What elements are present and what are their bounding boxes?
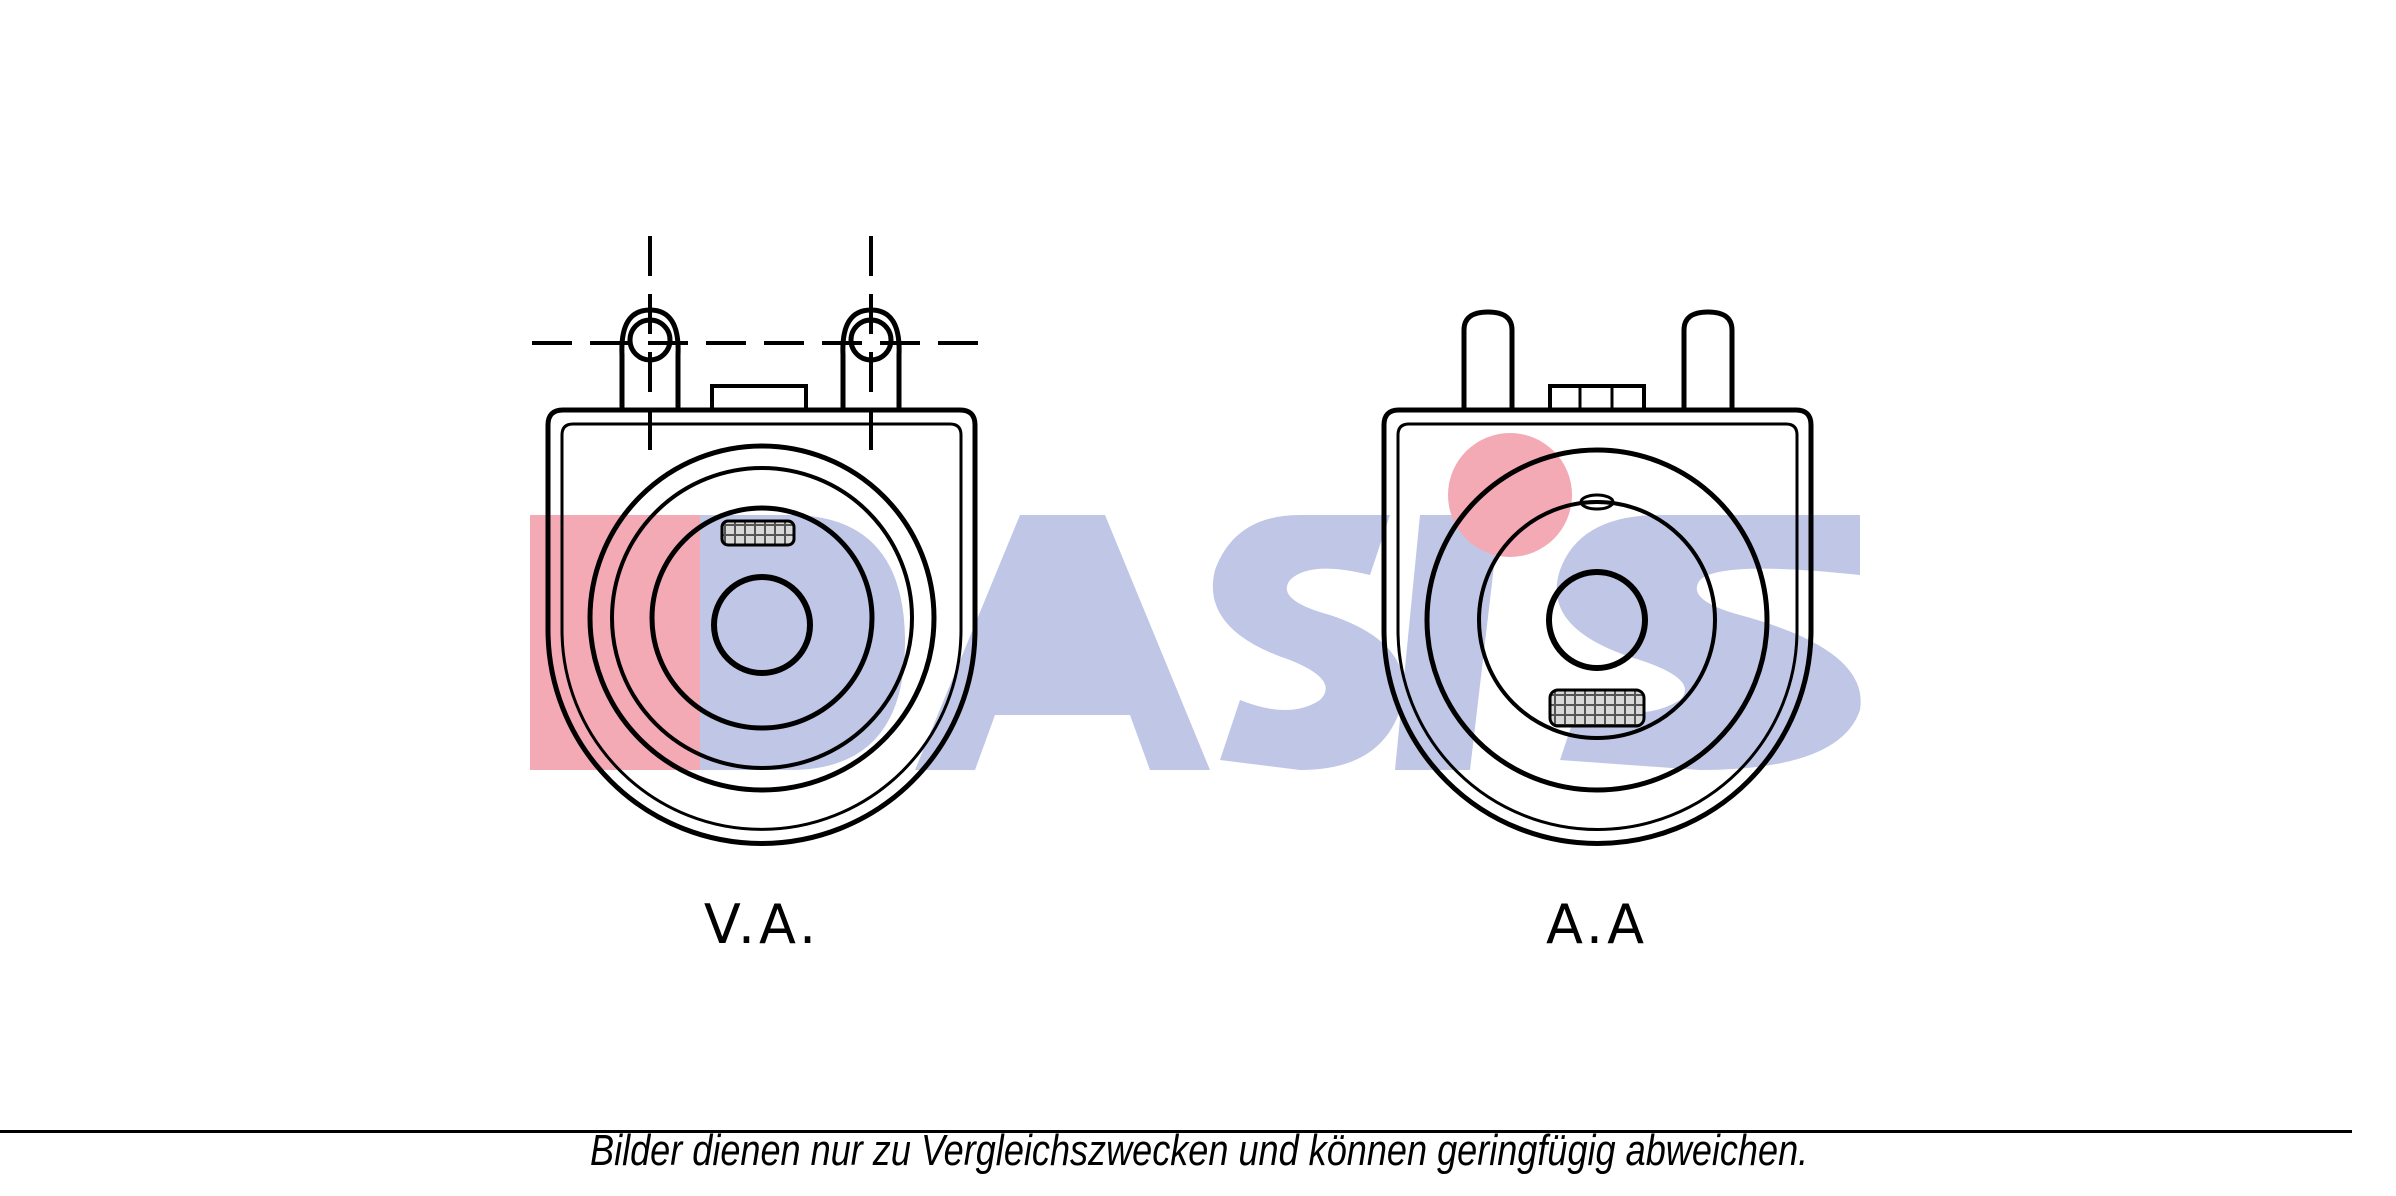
- watermark-letter-d: [700, 515, 905, 770]
- front-ring-inner: [649, 505, 875, 731]
- back-pipe-right: [1681, 309, 1735, 410]
- back-center-bore: [1546, 569, 1648, 671]
- back-top-port: [1579, 493, 1615, 511]
- front-center-bore: [711, 574, 813, 676]
- front-pipe-left: [619, 307, 681, 410]
- back-body-outline: [1381, 407, 1814, 846]
- front-pipe-left-opening: [627, 317, 673, 363]
- watermark-letter-s2: [1556, 515, 1861, 770]
- back-view-label: A.A: [1546, 893, 1648, 956]
- back-ring-outer: [1424, 447, 1770, 793]
- watermark-letter-s1: [1212, 515, 1404, 770]
- front-top-tab: [710, 384, 808, 412]
- back-seal-mark: [1548, 688, 1646, 728]
- front-view-label: V.A.: [704, 893, 820, 956]
- watermark-letter-i: [1395, 515, 1500, 770]
- watermark-logo: [530, 433, 1861, 770]
- front-pipe-right: [840, 307, 902, 410]
- watermark-letter-a: [915, 515, 1210, 770]
- back-body-inner-outline: [1396, 422, 1799, 831]
- back-pipe-left: [1461, 309, 1515, 410]
- footer-divider: [0, 1130, 2352, 1133]
- back-top-tab: [1548, 384, 1646, 412]
- front-pipe-right-opening: [848, 317, 894, 363]
- front-seal-mark: [720, 519, 796, 547]
- watermark-red-dot: [1448, 433, 1572, 557]
- front-ring-middle: [610, 466, 914, 770]
- back-view: A.A: [1381, 309, 1814, 956]
- front-body-inner-outline: [560, 422, 963, 831]
- front-ring-outer: [587, 443, 937, 793]
- front-view: V.A.: [532, 236, 990, 956]
- disclaimer-text: Bilder dienen nur zu Vergleichszwecken u…: [589, 1126, 1809, 1175]
- front-body-outline: [545, 407, 978, 846]
- back-ring-inner: [1477, 500, 1717, 740]
